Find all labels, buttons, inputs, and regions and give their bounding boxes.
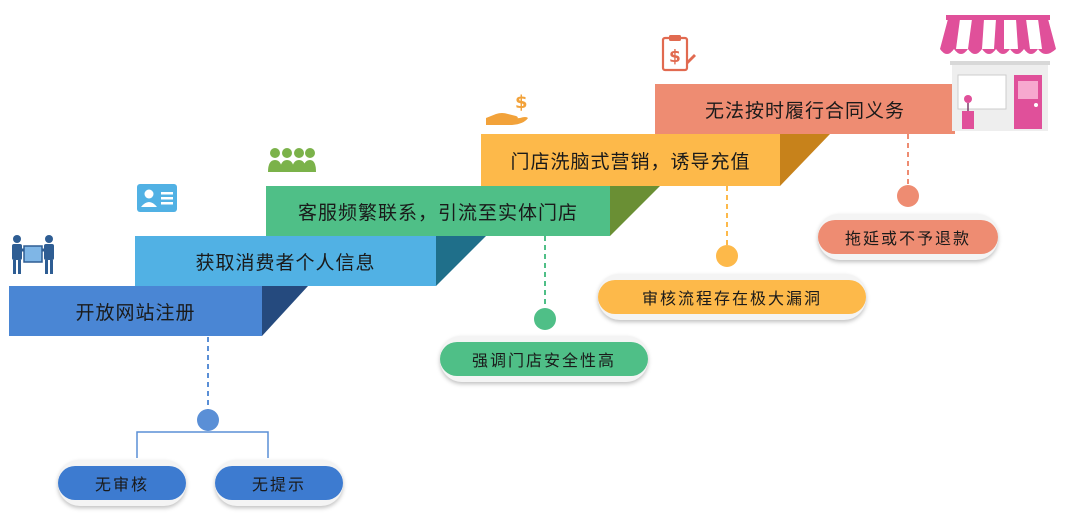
consequence-no-prompt-inner: 无提示 [215, 466, 343, 500]
consequence-refund-delay-label: 拖延或不予退款 [844, 229, 971, 248]
consequence-review-loophole-label: 审核流程存在极大漏洞 [641, 289, 822, 308]
consequence-refund-delay-inner: 拖延或不予退款 [818, 220, 998, 254]
consequence-review-loophole: 审核流程存在极大漏洞 [598, 274, 866, 320]
step-5-bar: 无法按时履行合同义务 [655, 84, 955, 134]
dot-step-5 [897, 185, 919, 207]
consequence-store-safety-label: 强调门店安全性高 [471, 351, 616, 370]
dot-step-3 [534, 308, 556, 330]
consequence-no-review-label: 无审核 [94, 475, 149, 494]
step-1-bar: 开放网站注册 [9, 286, 262, 336]
invoice-dollar-icon: $ [661, 35, 696, 72]
consequence-no-prompt: 无提示 [215, 460, 343, 506]
step-2-bar: 获取消费者个人信息 [135, 236, 436, 286]
storefront-icon [940, 15, 1056, 131]
dot-step-1 [197, 409, 219, 431]
consequence-store-safety: 强调门店安全性高 [440, 336, 648, 382]
step-1-fold [262, 286, 308, 336]
hand-dollar-icon: $ [486, 92, 528, 125]
step-2-label: 获取消费者个人信息 [195, 251, 376, 274]
step-4-fold [780, 134, 830, 186]
consequence-refund-delay: 拖延或不予退款 [818, 214, 998, 260]
consequence-no-review-inner: 无审核 [58, 466, 186, 500]
step-1-label: 开放网站注册 [75, 301, 196, 324]
step-3-fold [610, 186, 660, 236]
step-3-bar: 客服频繁联系，引流至实体门店 [266, 186, 610, 236]
step-4-bar: 门店洗脑式营销，诱导充值 [481, 134, 780, 186]
svg-text:$: $ [515, 92, 528, 113]
id-card-icon [137, 184, 177, 212]
step-5-label: 无法按时履行合同义务 [704, 99, 905, 122]
step-3-label: 客服频繁联系，引流至实体门店 [297, 201, 578, 224]
dot-step-4 [716, 245, 738, 267]
svg-text:$: $ [669, 47, 681, 67]
consequence-no-prompt-label: 无提示 [251, 475, 306, 494]
consequence-store-safety-inner: 强调门店安全性高 [440, 342, 648, 376]
step-2-fold [436, 236, 486, 286]
consequence-review-loophole-inner: 审核流程存在极大漏洞 [598, 280, 866, 314]
step-4-label: 门店洗脑式营销，诱导充值 [510, 150, 751, 173]
customer-service-group-icon [268, 148, 316, 172]
people-carrying-box-icon [12, 235, 54, 274]
consequence-no-review: 无审核 [58, 460, 186, 506]
